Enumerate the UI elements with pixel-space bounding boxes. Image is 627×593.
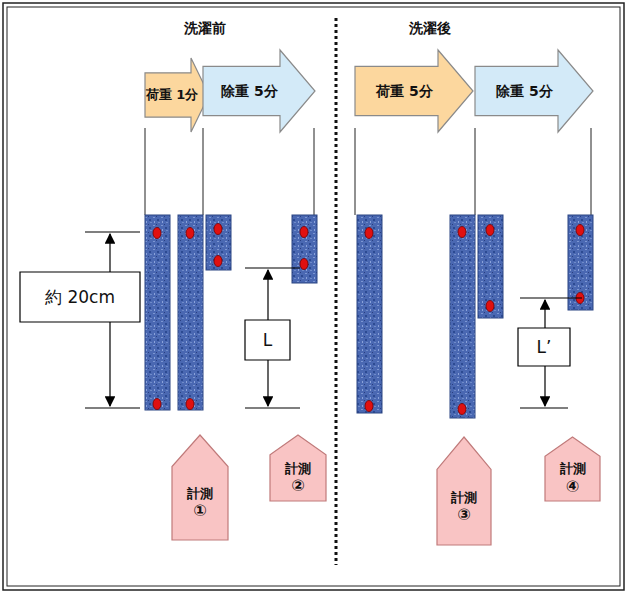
text-area: 除重 5分 (203, 66, 296, 115)
node-text: 計測 (560, 461, 586, 477)
outline-path (270, 435, 326, 501)
text-area: 荷重 1分 (145, 73, 199, 117)
node-text: 約 20cm (45, 287, 115, 307)
text-area: 計測② (270, 455, 326, 501)
node-text: ④ (566, 477, 580, 496)
node-text: 荷重 1分 (146, 87, 199, 103)
node-text: 計測 (285, 461, 311, 477)
dimension-box: L’ (518, 328, 570, 366)
text-area: L’ (518, 328, 570, 366)
outline-path (518, 328, 570, 366)
outline-path (245, 320, 290, 360)
measure-tag: 計測④ (545, 437, 600, 501)
text-area: 荷重 5分 (355, 66, 454, 115)
section-title: 洗濯前 (184, 20, 226, 38)
marker-dot (153, 224, 584, 415)
node-text: 計測 (451, 490, 477, 506)
text-area: 約 20cm (20, 272, 140, 322)
node-text: ② (291, 476, 305, 495)
measure-tag: 計測① (172, 435, 228, 540)
outline-path (20, 272, 140, 322)
outline-path (145, 58, 209, 132)
outline-path (475, 50, 593, 132)
text-area: 除重 5分 (475, 66, 574, 115)
dimension-line (85, 232, 582, 408)
text-area: 計測③ (437, 469, 491, 545)
guide-lines (145, 128, 591, 215)
measure-tag: 計測③ (437, 437, 491, 545)
node-text: L’ (537, 337, 552, 357)
outline-path (355, 50, 473, 132)
section-title: 洗濯後 (409, 20, 451, 38)
text-area: 計測④ (545, 456, 600, 501)
text-area: 計測① (172, 467, 228, 541)
divider (335, 18, 338, 565)
outline-path (172, 435, 228, 540)
node-text: 計測 (187, 486, 213, 502)
frame (3, 3, 624, 590)
node-text: 荷重 5分 (376, 83, 433, 100)
node-text: ① (193, 501, 207, 520)
step-arrow: 荷重 1分 (145, 58, 209, 132)
dimension-box: L (245, 320, 290, 360)
node-text: 除重 5分 (221, 83, 278, 100)
node-text: L (263, 330, 272, 350)
frame (7, 7, 620, 586)
dimension-box: 約 20cm (20, 272, 140, 322)
measure-tag: 計測② (270, 435, 326, 501)
node-text: 除重 5分 (496, 83, 553, 100)
outline-path (203, 50, 315, 132)
step-arrow: 荷重 5分 (355, 50, 473, 132)
step-arrow: 除重 5分 (203, 50, 315, 132)
text-area: L (245, 320, 290, 360)
outline-path (437, 437, 491, 545)
outline-path (545, 437, 600, 501)
fabric-strip (145, 215, 593, 418)
step-arrow: 除重 5分 (475, 50, 593, 132)
node-text: ③ (457, 505, 471, 524)
